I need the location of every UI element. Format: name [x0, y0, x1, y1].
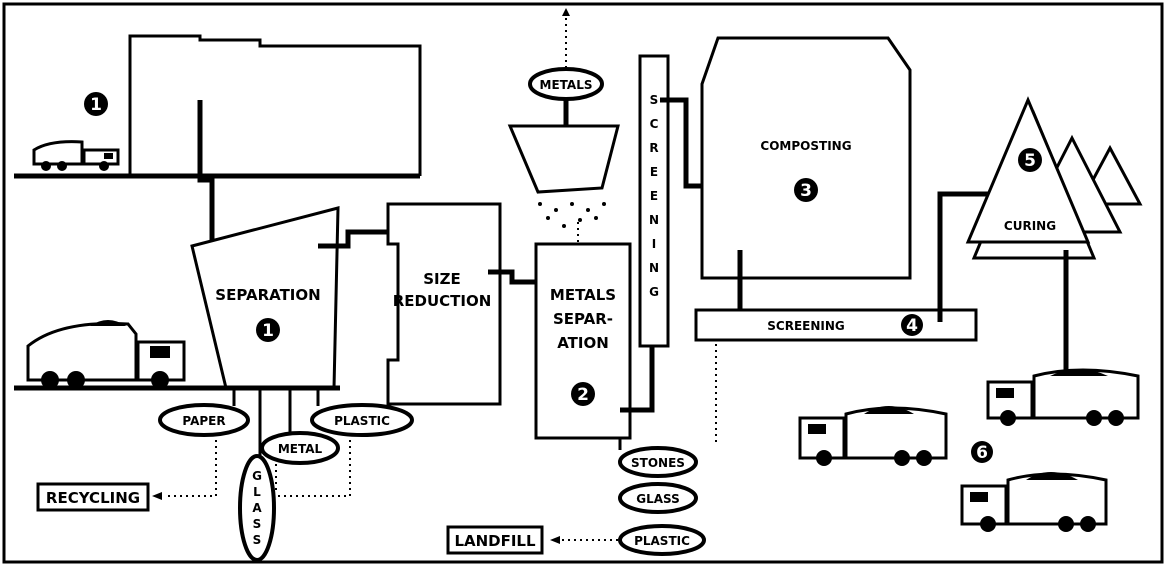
metals-separation-label-2: SEPAR-: [553, 310, 613, 328]
size-reduction-label-2: REDUCTION: [393, 292, 492, 310]
glass-letter: L: [253, 485, 261, 499]
delivery-step-number: 6: [976, 443, 988, 463]
curing-label: CURING: [1004, 219, 1056, 233]
metals-separation-step-number: 2: [577, 385, 589, 405]
size-reduction-label-1: SIZE: [423, 270, 461, 288]
composting-label: COMPOSTING: [760, 139, 851, 153]
facility-step-number: 1: [90, 95, 102, 115]
screening-step-number: 4: [906, 316, 918, 336]
magnet-hopper: [510, 126, 618, 192]
plastic-reject-label: PLASTIC: [634, 534, 690, 548]
stones-label: STONES: [631, 456, 685, 470]
composting-building: [702, 38, 910, 278]
glass-reject-label: GLASS: [636, 492, 680, 506]
metals-top-label: METALS: [540, 78, 593, 92]
separation-label: SEPARATION: [215, 286, 320, 304]
screening-letter: N: [649, 261, 659, 275]
glass-letter: A: [252, 501, 262, 515]
glass-vertical-label: G L A S S: [252, 469, 262, 547]
glass-letter: S: [253, 517, 262, 531]
screening-letter: S: [650, 93, 659, 107]
screening-letter: N: [649, 213, 659, 227]
falling-particles: [538, 202, 606, 228]
paper-to-recycling-dotted: [164, 434, 216, 496]
landfill-arrowhead: [550, 536, 560, 544]
composting-step-number: 3: [800, 181, 812, 201]
curing-step-number: 5: [1024, 151, 1036, 171]
screening-letter: E: [650, 189, 658, 203]
pipe-facility-to-separation: [200, 100, 212, 256]
paper-label: PAPER: [182, 414, 225, 428]
screening-letter: C: [650, 117, 659, 131]
vertical-screening-label: S C R E E N I N G: [649, 93, 659, 299]
metals-out-arrow: [562, 8, 570, 16]
facility-building: [130, 36, 420, 176]
screening-letter: I: [652, 237, 656, 251]
separation-step-number: 1: [262, 321, 274, 341]
glass-letter: G: [252, 469, 262, 483]
delivery-truck-2-icon: [800, 406, 946, 466]
landfill-label: LANDFILL: [454, 532, 536, 550]
collection-truck-small-icon: [34, 142, 118, 171]
delivery-truck-1-icon: [988, 369, 1138, 426]
recycling-arrowhead: [152, 492, 162, 500]
plastic-label: PLASTIC: [334, 414, 390, 428]
delivery-truck-3-icon: [962, 472, 1106, 532]
screening-letter: R: [649, 141, 658, 155]
metal-label: METAL: [278, 442, 323, 456]
screening-letter: G: [649, 285, 659, 299]
screening-label: SCREENING: [767, 319, 844, 333]
recycling-label: RECYCLING: [46, 489, 140, 507]
screening-letter: E: [650, 165, 658, 179]
metals-separation-label-3: ATION: [557, 334, 609, 352]
collection-truck-large-icon: [28, 320, 184, 389]
metals-separation-label-1: METALS: [550, 286, 616, 304]
glass-letter: S: [253, 533, 262, 547]
